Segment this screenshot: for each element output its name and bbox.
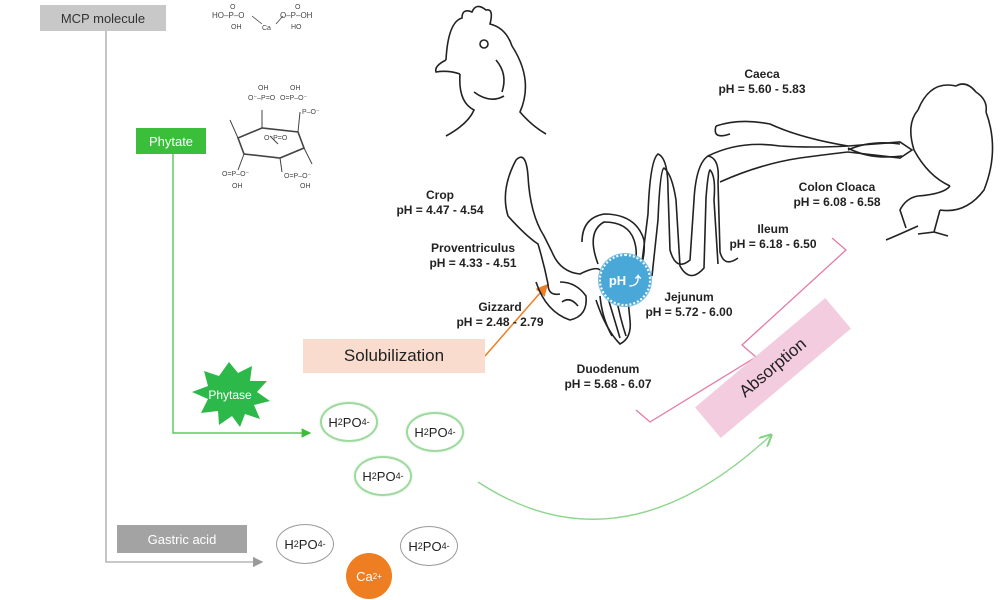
svg-text:HO–P–O: HO–P–O	[212, 11, 244, 20]
rooster-drawing	[885, 83, 994, 241]
phytate-structure: O⁻–P=O O=P–O⁻ P–O⁻ O⁻P=O O=P–O⁻ O=P–O⁻ O…	[222, 85, 320, 190]
phytase-badge: Phytase	[200, 384, 260, 406]
svg-text:O=P–O⁻: O=P–O⁻	[284, 173, 312, 180]
phytate-label: Phytate	[148, 133, 194, 149]
svg-text:O⁻P=O: O⁻P=O	[264, 135, 288, 142]
absorption-bracket	[635, 237, 847, 423]
gastric-acid-label: Gastric acid	[147, 531, 217, 547]
solubilization-arrow	[484, 283, 548, 357]
svg-text:O: O	[230, 4, 236, 11]
svg-text:OH: OH	[300, 183, 311, 190]
mcp-structure: HO–P–O O OH Ca O–P–OH O HO	[212, 4, 313, 32]
phytase-label: Phytase	[208, 388, 252, 402]
gastric-acid-box: Gastric acid	[117, 525, 247, 553]
digestive-tract-drawing	[504, 120, 914, 345]
svg-text:HO: HO	[291, 24, 302, 31]
svg-text:OH: OH	[258, 85, 269, 92]
phytate-connector-line	[172, 154, 312, 438]
svg-text:P–O⁻: P–O⁻	[302, 109, 320, 116]
svg-text:O=P–O⁻: O=P–O⁻	[280, 95, 308, 102]
svg-text:OH: OH	[232, 183, 243, 190]
absorption-curve-arrow	[477, 436, 770, 520]
solubilization-box: Solubilization	[303, 339, 485, 373]
svg-text:OH: OH	[290, 85, 301, 92]
phytate-box: Phytate	[136, 128, 206, 154]
mcp-molecule-label: MCP molecule	[60, 10, 146, 26]
solubilization-label: Solubilization	[343, 346, 445, 365]
phytase-star	[192, 362, 270, 427]
ph-badge-label: pH	[608, 272, 627, 288]
svg-text:O=P–O⁻: O=P–O⁻	[222, 171, 250, 178]
ph-rise-icon: ⤴	[629, 273, 642, 288]
svg-text:OH: OH	[231, 24, 242, 31]
svg-text:O: O	[295, 4, 301, 11]
svg-text:O⁻–P=O: O⁻–P=O	[248, 95, 276, 102]
ph-rise-badge: pH ⤴	[599, 254, 651, 306]
mcp-molecule-box: MCP molecule	[40, 5, 166, 31]
hen-head-drawing	[434, 5, 547, 137]
mcp-connector-line	[105, 31, 264, 568]
svg-text:O–P–OH: O–P–OH	[280, 11, 313, 20]
svg-text:Ca: Ca	[262, 25, 271, 32]
